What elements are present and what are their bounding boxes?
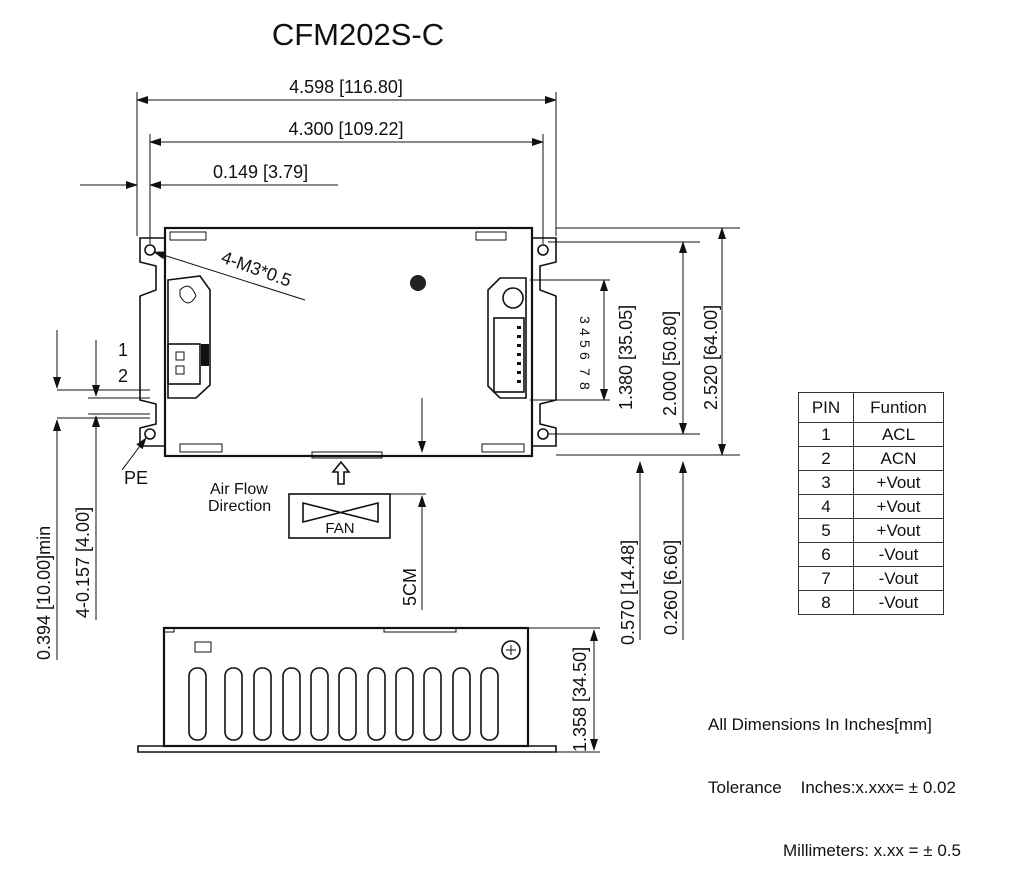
mechanical-drawing: CFM202S-C (34, 17, 740, 753)
output-pin-5-label: 5 (577, 340, 593, 348)
table-header-row: PIN Funtion (798, 392, 944, 423)
notes-line-2: Tolerance Inches:x.xxx= ± 0.02 (708, 778, 956, 797)
pin-cell: 5 (798, 518, 854, 543)
side-top-rail-mid (383, 627, 457, 633)
output-capacitor (502, 287, 524, 309)
function-cell: ACL (853, 422, 944, 447)
hole-offset-label: 0.149 [3.79] (213, 162, 308, 182)
output-connector-pins (517, 326, 521, 383)
air-flow-label-line1: Air Flow (210, 481, 268, 498)
vertical-dimensions-left: 0.394 [10.00]min 4-0.157 [4.00] PE (34, 330, 150, 660)
side-view: 1.358 [34.50] (137, 626, 600, 753)
fan-label: FAN (325, 520, 354, 537)
pin-cell: 7 (798, 566, 854, 591)
mount-hole-bottom-left (144, 428, 156, 440)
input-connector-pin-1 (175, 351, 185, 361)
notes-line-3: Millimeters: x.xx = ± 0.5 (783, 841, 961, 860)
input-fuse (201, 344, 209, 366)
center-component (410, 275, 426, 291)
output-connector (493, 317, 525, 393)
input-connector-pin-2 (175, 365, 185, 375)
vertical-dimensions-right: 1.380 [35.05] 2.000 [50.80] 2.520 [64.00… (530, 227, 740, 645)
output-offset-2-label: 0.260 [6.60] (661, 540, 681, 635)
output-pin-3-label: 3 (577, 316, 593, 324)
pin-cell: 2 (798, 446, 854, 471)
output-board-region (487, 277, 527, 399)
table-row: 3+Vout (798, 470, 944, 495)
input-board-region (167, 275, 211, 399)
output-offset-1-label: 0.570 [14.48] (618, 540, 638, 645)
side-view-outline (162, 626, 530, 748)
tolerance-notes: All Dimensions In Inches[mm] Tolerance I… (708, 672, 961, 882)
hole-spacing-label: 4.300 [109.22] (288, 119, 403, 139)
mount-hole-top-right (537, 244, 549, 256)
air-flow-arrow-icon (331, 460, 351, 485)
function-cell: -Vout (853, 590, 944, 615)
table-row: 8-Vout (798, 590, 944, 615)
function-cell: -Vout (853, 566, 944, 591)
height-label: 1.358 [34.50] (570, 647, 590, 752)
pin-cell: 1 (798, 422, 854, 447)
side-vent-slots (188, 667, 499, 741)
pe-label: PE (124, 468, 148, 488)
function-cell: +Vout (853, 470, 944, 495)
input-offset-label: 0.394 [10.00]min (34, 526, 54, 660)
right-mounting-flange (532, 237, 557, 447)
pin-cell: 3 (798, 470, 854, 495)
fan-box (288, 493, 391, 539)
pin-cell: 6 (798, 542, 854, 567)
overall-length-label: 4.598 [116.80] (289, 77, 403, 97)
output-pin-8-label: 8 (577, 382, 593, 390)
screw-leader (153, 251, 306, 301)
mount-hole-height-label: 2.000 [50.80] (660, 311, 680, 416)
input-pin-1-label: 1 (118, 340, 128, 360)
connector-pitch-label: 1.380 [35.05] (616, 305, 636, 410)
left-mounting-flange (139, 237, 165, 447)
drawing-title: CFM202S-C (272, 17, 444, 52)
output-pin-4-label: 4 (577, 328, 593, 336)
pin-cell: 8 (798, 590, 854, 615)
function-cell: +Vout (853, 494, 944, 519)
table-row: 7-Vout (798, 566, 944, 591)
notes-line-1: All Dimensions In Inches[mm] (708, 715, 932, 734)
top-view: 1 2 3 4 5 6 7 8 (118, 226, 593, 459)
bottom-tab-right (481, 443, 525, 453)
input-pin-2-label: 2 (118, 366, 128, 386)
function-cell: -Vout (853, 542, 944, 567)
output-pin-labels: 3 4 5 6 7 8 (577, 316, 593, 390)
output-pin-6-label: 6 (577, 352, 593, 360)
mount-hole-top-left (144, 244, 156, 256)
function-cell: ACN (853, 446, 944, 471)
bottom-tab-mid (311, 451, 383, 459)
fan-clearance-label: 5CM (400, 568, 420, 606)
top-tab-left (169, 231, 207, 241)
function-column-header: Funtion (853, 392, 944, 423)
table-row: 6-Vout (798, 542, 944, 567)
side-screw-icon (501, 640, 521, 660)
overall-width-label: 2.520 [64.00] (701, 305, 721, 410)
pe-leader (121, 437, 147, 471)
chassis-outline (163, 226, 534, 458)
pin-spacing-label: 4-0.157 [4.00] (73, 507, 93, 618)
side-indicator (194, 641, 212, 653)
table-row: 5+Vout (798, 518, 944, 543)
top-tab-mid (475, 231, 507, 241)
air-flow-label-line2: Direction (208, 498, 271, 515)
mount-hole-bottom-right (537, 428, 549, 440)
pin-column-header: PIN (798, 392, 854, 423)
fan-section: Air Flow Direction FAN 5CM (208, 398, 426, 610)
input-component (179, 285, 197, 304)
output-pin-7-label: 7 (577, 368, 593, 376)
table-row: 4+Vout (798, 494, 944, 519)
pin-cell: 4 (798, 494, 854, 519)
function-cell: +Vout (853, 518, 944, 543)
side-screw-cross (506, 645, 516, 655)
side-top-rail-left (163, 627, 175, 633)
input-connector (167, 343, 201, 385)
bottom-tab-left (179, 443, 223, 453)
fan-icon (302, 501, 379, 524)
